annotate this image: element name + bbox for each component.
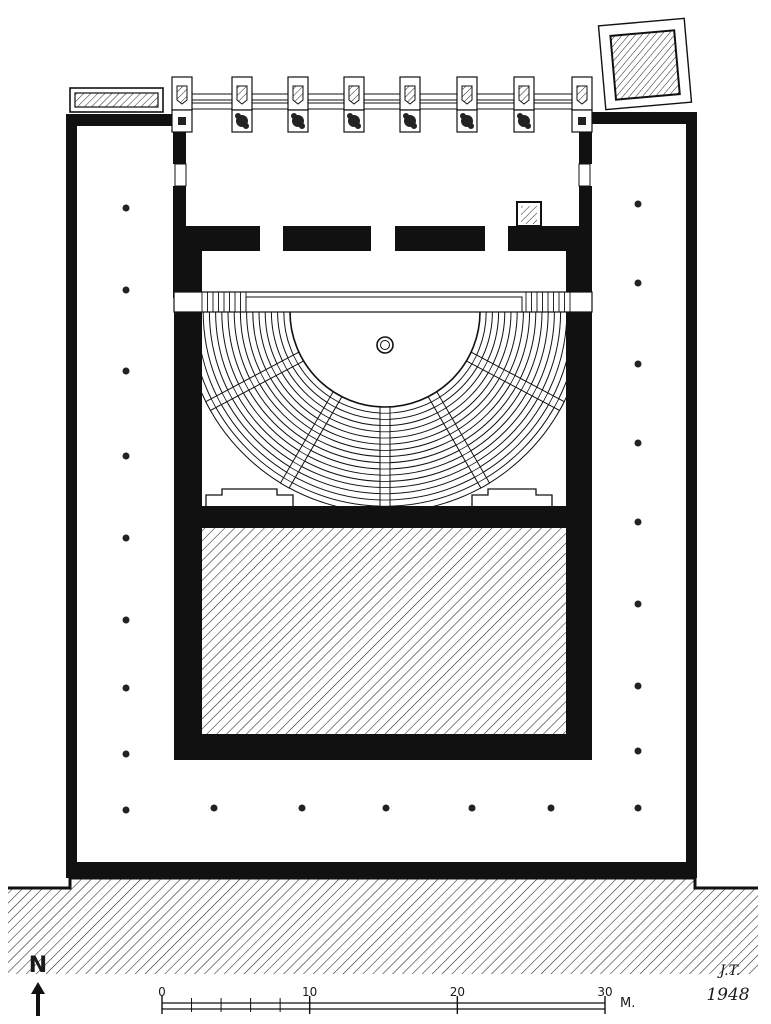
- stoa-column: [634, 200, 642, 208]
- stoa-column: [122, 286, 130, 294]
- stoa-columns: [122, 200, 642, 814]
- stoa-column: [122, 367, 130, 375]
- cavea-seating: [202, 311, 566, 506]
- porch-pier: [343, 76, 365, 133]
- stoa-column: [634, 518, 642, 526]
- scene-building-wall: [186, 201, 592, 292]
- north-arrow-label: N: [29, 953, 47, 978]
- stoa-column: [122, 534, 130, 542]
- stoa-column: [210, 804, 218, 812]
- stoa-column: [122, 452, 130, 460]
- porch-pier: [399, 76, 421, 133]
- ground-strip: [8, 876, 758, 974]
- stoa-column: [468, 804, 476, 812]
- stoa-column: [634, 804, 642, 812]
- stoa-column: [122, 684, 130, 692]
- substructure-fill: [202, 528, 566, 734]
- stoa-column: [298, 804, 306, 812]
- north-arrow: N: [29, 953, 47, 1016]
- stoa-column: [634, 682, 642, 690]
- stoa-column: [122, 616, 130, 624]
- scale-bar: 0 10 20 30 M.: [158, 985, 635, 1014]
- stoa-column: [634, 747, 642, 755]
- stoa-column: [634, 600, 642, 608]
- stoa-column: [634, 360, 642, 368]
- auditorium-walls: [174, 312, 592, 760]
- northeast-monument: [597, 17, 693, 111]
- scale-tick-label: 20: [450, 985, 465, 999]
- stoa-column: [122, 806, 130, 814]
- north-porch: [171, 76, 593, 133]
- orchestra: [376, 336, 394, 354]
- stoa-column: [634, 279, 642, 287]
- porch-pier: [456, 76, 478, 133]
- cavea-entrances: [205, 488, 553, 506]
- porch-pier: [171, 76, 193, 133]
- porch-pier: [287, 76, 309, 133]
- scale-bar-unit: M.: [620, 996, 635, 1011]
- stage: [173, 291, 593, 313]
- porch-pier: [571, 76, 593, 133]
- northwest-monument: [69, 87, 164, 113]
- signature-initials: J.T.: [717, 963, 741, 979]
- signature: J.T. 1948: [706, 963, 749, 1005]
- porch-pier: [513, 76, 535, 133]
- stoa-column: [122, 204, 130, 212]
- stoa-column: [547, 804, 555, 812]
- stage-stairs-west: [201, 292, 523, 312]
- scale-tick-label: 30: [597, 985, 612, 999]
- outer-stoa-wall: [66, 112, 697, 878]
- stage-stairs-east: [525, 292, 571, 312]
- scale-tick-label: 0: [158, 985, 166, 999]
- scale-tick-label: 10: [302, 985, 317, 999]
- porch-piers: [171, 76, 593, 133]
- stoa-column: [634, 439, 642, 447]
- signature-year: 1948: [706, 985, 749, 1005]
- stoa-column: [122, 750, 130, 758]
- stoa-column: [382, 804, 390, 812]
- porch-pier: [231, 76, 253, 133]
